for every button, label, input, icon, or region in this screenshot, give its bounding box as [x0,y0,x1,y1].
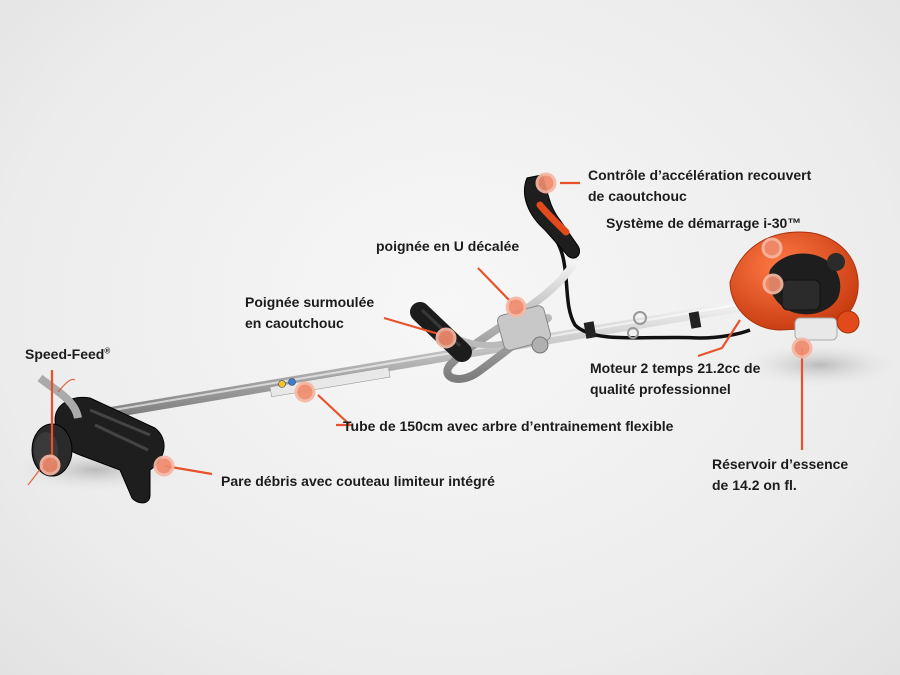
label-rubbergrip-line1: Poignée surmoulée [245,294,375,310]
engine-unit [729,231,860,341]
starter-housing [781,279,821,311]
fuel-cap [836,310,860,334]
label-tube: Tube de 150cm avec arbre d’entrainement … [343,416,673,437]
label-accel: Contrôle d’accélération recouvert de cao… [588,165,811,207]
label-starter-line1: Système de démarrage i-30™ [606,215,802,231]
label-tank: Réservoir d’essence de 14.2 on fl. [712,454,848,496]
label-ugrip-line1: poignée en U décalée [376,238,520,254]
leader-rubbergrip [383,316,443,337]
label-tank-line1: Réservoir d’essence [712,456,849,472]
label-accel-line1: Contrôle d’accélération recouvert [588,167,812,183]
callout-dot-speedfeed [39,454,61,476]
shadow-engine [740,343,900,387]
label-ugrip: poignée en U décalée [376,236,519,257]
label-accel-line2: de caoutchouc [588,188,687,204]
callout-dot-engine [762,273,784,295]
leader-engine [697,319,741,358]
label-rubbergrip: Poignée surmoulée en caoutchouc [245,292,374,334]
label-speedfeed-line: Speed-Feed® [25,344,110,365]
label-engine-line1: Moteur 2 temps 21.2cc de [590,360,761,376]
label-engine: Moteur 2 temps 21.2cc de qualité profess… [590,358,760,400]
callout-dot-guard [153,455,175,477]
leader-tube [317,394,353,427]
debris-guard [54,396,165,504]
throttle-handle [523,174,581,259]
label-speedfeed: Speed-Feed® [25,344,110,365]
leader-ugrip [477,267,513,304]
callout-dot-rubbergrip [435,327,457,349]
callout-dot-tube [294,381,316,403]
callout-dot-ugrip [505,296,527,318]
label-guard-line1: Pare débris avec couteau limiteur intégr… [221,473,495,489]
label-tube-line1: Tube de 150cm avec arbre d’entrainement … [343,418,674,434]
registered-mark: ® [104,346,111,356]
label-speedfeed-text: Speed-Feed [25,346,105,362]
callout-dot-tank [791,337,813,359]
label-tank-line2: de 14.2 on fl. [712,477,797,493]
callout-dot-accel [535,172,557,194]
label-engine-line2: qualité professionnel [590,381,731,397]
label-guard: Pare débris avec couteau limiteur intégr… [221,471,495,492]
label-rubbergrip-line2: en caoutchouc [245,315,344,331]
callout-dot-starter [761,237,783,259]
label-starter: Système de démarrage i-30™ [606,213,801,234]
